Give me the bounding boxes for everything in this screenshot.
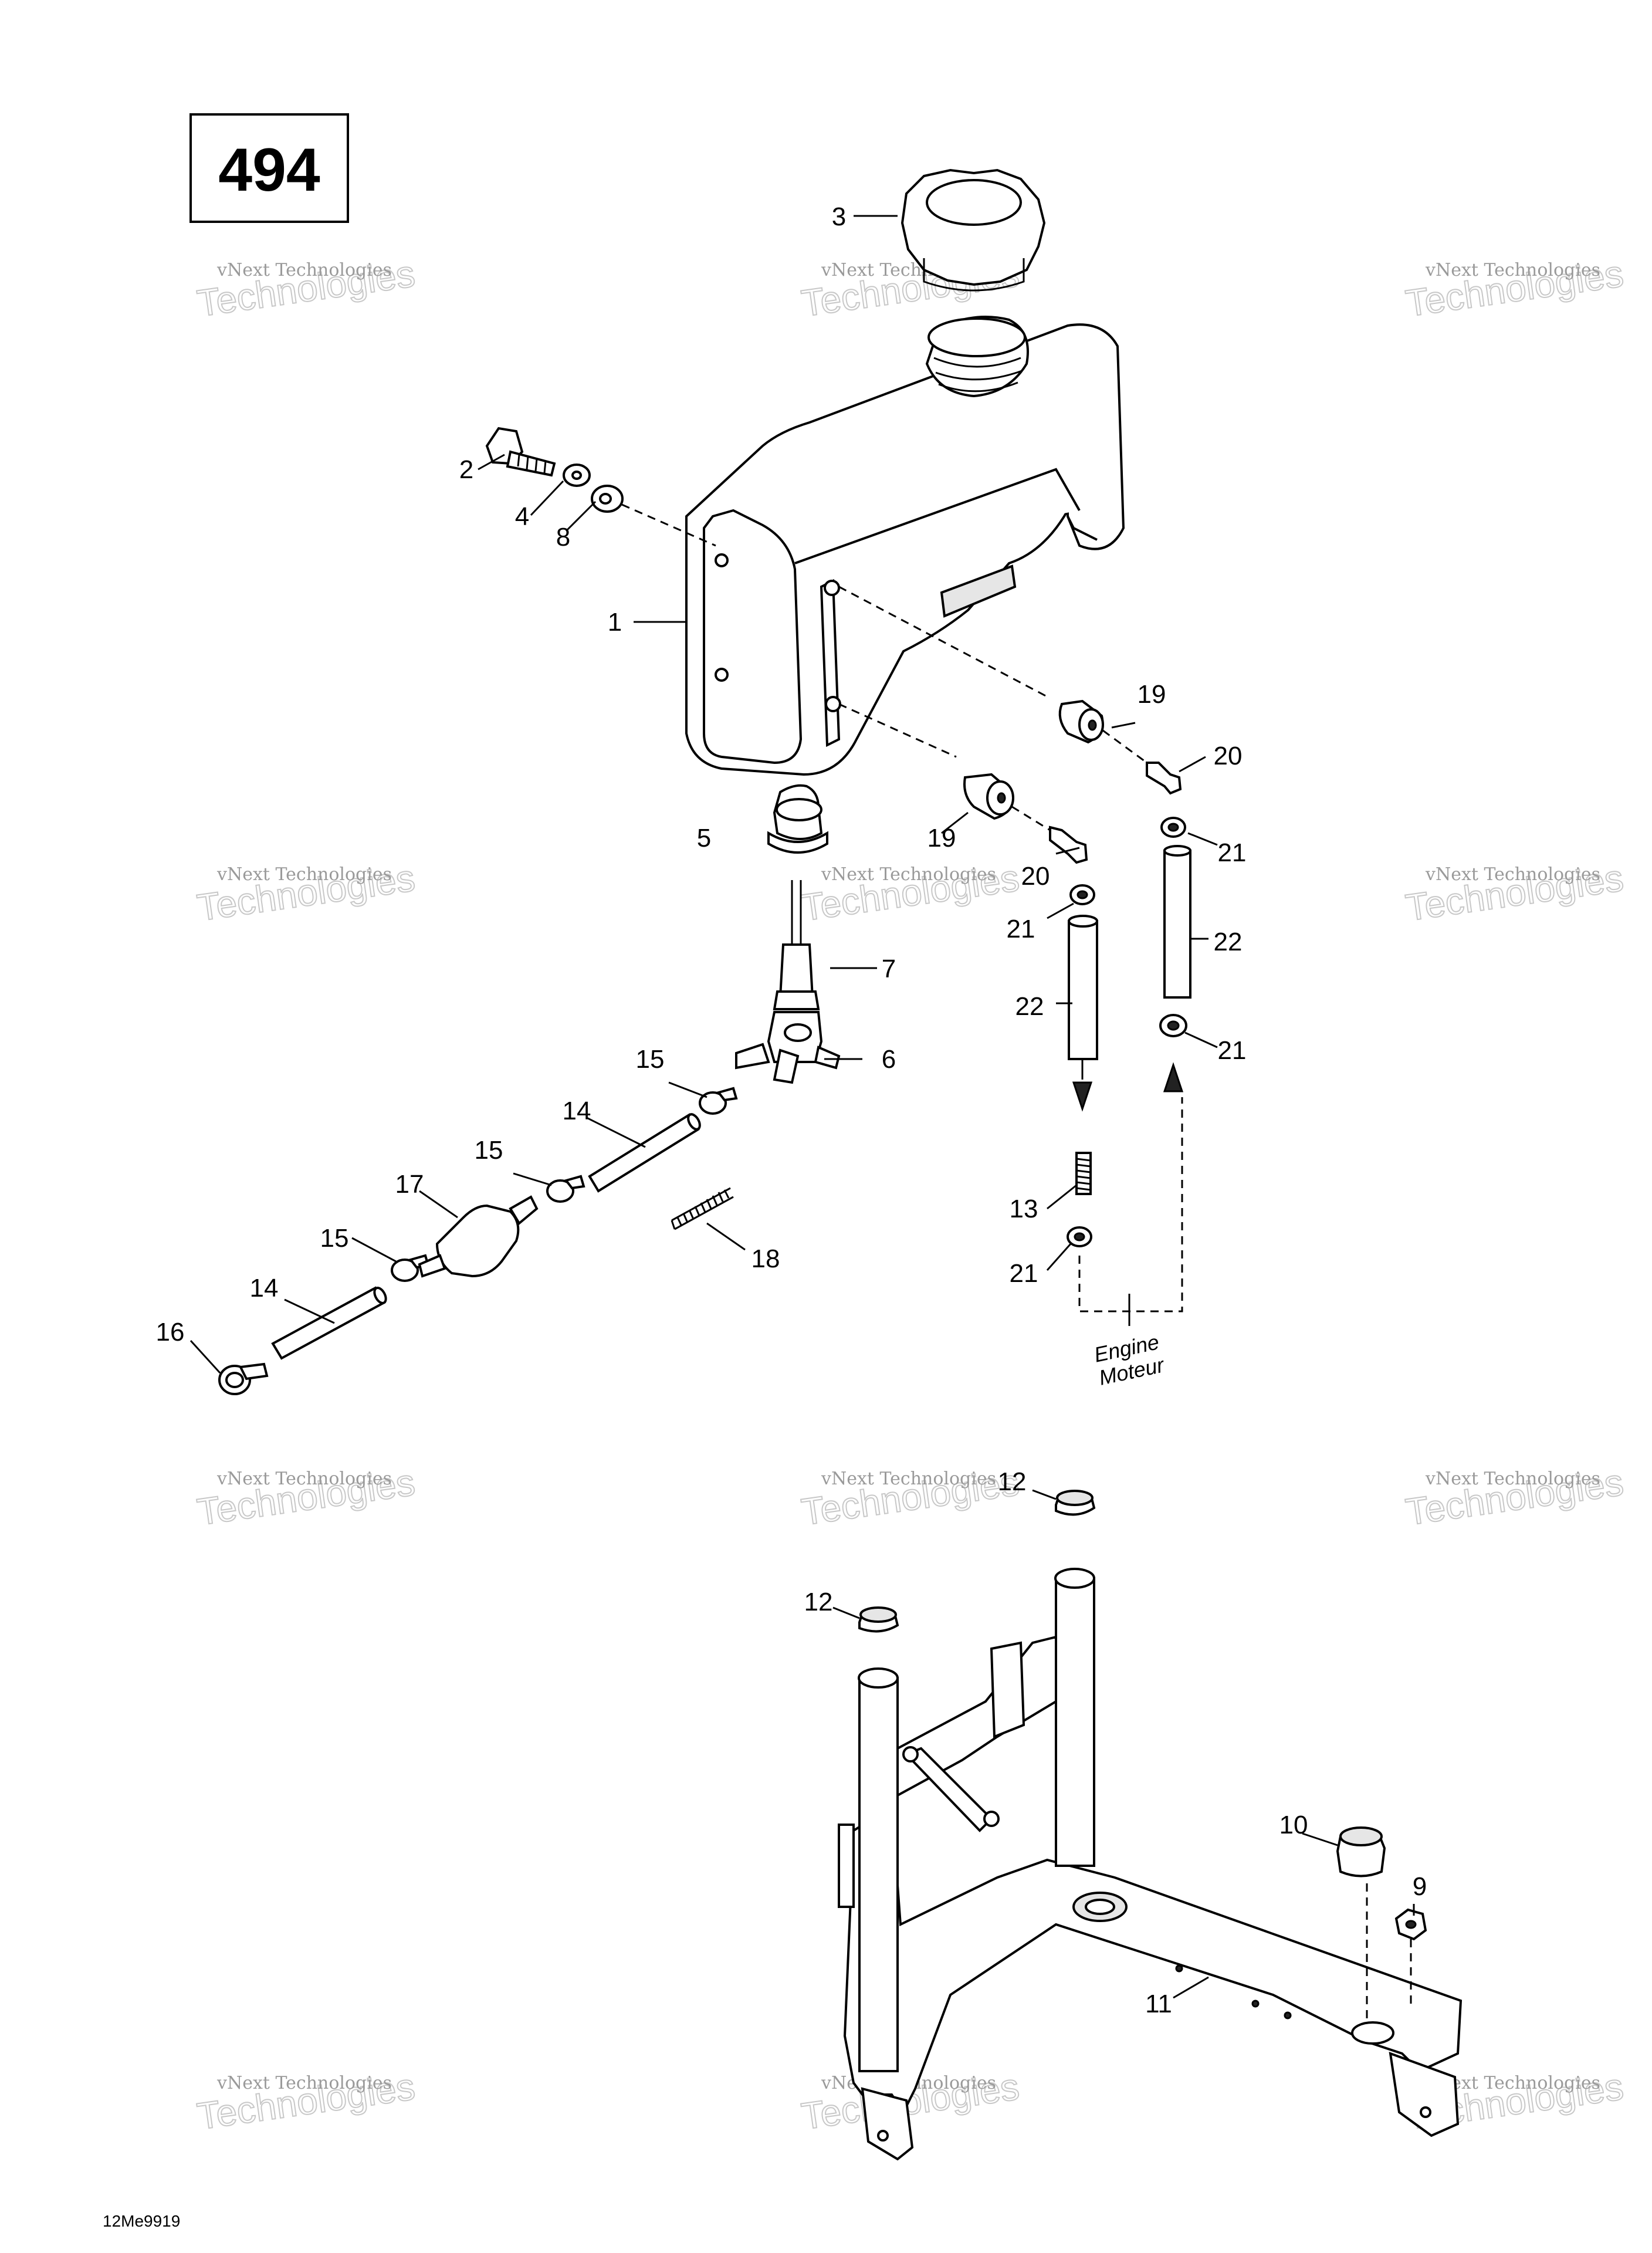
grommet-part bbox=[963, 773, 1014, 820]
callout-22: 22 bbox=[1015, 992, 1044, 1021]
nut-part bbox=[1394, 1908, 1427, 1941]
watermark: Technologies vNext Technologies bbox=[194, 856, 418, 929]
callout-20: 20 bbox=[1214, 742, 1243, 770]
clamp-part bbox=[1067, 1226, 1092, 1247]
callout-7: 7 bbox=[882, 955, 896, 983]
callout-17: 17 bbox=[395, 1170, 424, 1199]
callout-13: 13 bbox=[1010, 1195, 1038, 1223]
watermark: Technologies vNext Technologies bbox=[1403, 1460, 1627, 1534]
plug-part bbox=[858, 1606, 899, 1633]
callout-22: 22 bbox=[1214, 928, 1243, 956]
callout-21: 21 bbox=[1007, 915, 1035, 943]
callout-21: 21 bbox=[1010, 1259, 1038, 1288]
svg-text:vNext Technologies: vNext Technologies bbox=[1425, 260, 1600, 280]
hose-part-22 bbox=[1163, 845, 1191, 999]
callout-16: 16 bbox=[156, 1318, 185, 1347]
leader-lines bbox=[189, 215, 1415, 1999]
callout-14: 14 bbox=[250, 1274, 279, 1303]
svg-text:vNext Technologies: vNext Technologies bbox=[216, 260, 392, 280]
tee-valve-part bbox=[735, 1011, 841, 1084]
callout-1: 1 bbox=[608, 608, 622, 637]
callout-19: 19 bbox=[1138, 680, 1166, 709]
callout-15: 15 bbox=[475, 1136, 503, 1165]
washer-part-8 bbox=[591, 485, 624, 513]
clamp-part bbox=[1159, 1014, 1187, 1037]
bolt-part bbox=[485, 427, 556, 477]
callout-labels: 3 2 4 8 1 19 20 5 19 20 21 21 22 7 22 21… bbox=[156, 202, 1427, 2018]
callout-9: 9 bbox=[1413, 1872, 1427, 1901]
page-number-box: 494 bbox=[189, 113, 349, 223]
callout-19: 19 bbox=[927, 824, 956, 853]
svg-text:vNext Technologies: vNext Technologies bbox=[821, 1469, 996, 1489]
callout-10: 10 bbox=[1279, 1811, 1308, 1839]
clamp-part-16 bbox=[218, 1362, 269, 1395]
svg-text:vNext Technologies: vNext Technologies bbox=[1425, 1469, 1600, 1489]
filler-cap-part bbox=[901, 168, 1046, 292]
elbow-fitting-part bbox=[1011, 806, 1088, 864]
washer-part bbox=[563, 464, 591, 487]
spring-part-13 bbox=[1075, 1152, 1092, 1195]
clamp-part bbox=[1160, 817, 1186, 838]
grommet-part-5 bbox=[767, 784, 828, 854]
watermark: Technologies vNext Technologies bbox=[194, 252, 418, 325]
watermark: Technologies vNext Technologies bbox=[194, 1460, 418, 1534]
callout-21: 21 bbox=[1218, 1036, 1247, 1065]
clamp-part bbox=[1069, 884, 1095, 905]
callout-14: 14 bbox=[563, 1097, 591, 1125]
callout-15: 15 bbox=[320, 1224, 349, 1253]
engine-label: Engine Moteur bbox=[1092, 1330, 1167, 1390]
grommet-part-10 bbox=[1336, 1826, 1386, 1877]
callout-4: 4 bbox=[515, 502, 529, 531]
callout-5: 5 bbox=[697, 824, 711, 853]
callout-12: 12 bbox=[804, 1588, 833, 1616]
watermark: Technologies vNext Technologies bbox=[194, 2065, 418, 2138]
watermark: Technologies vNext Technologies bbox=[798, 1460, 1023, 1534]
watermark: Technologies vNext Technologies bbox=[798, 856, 1023, 929]
page-number: 494 bbox=[218, 136, 320, 204]
svg-text:vNext Technologies: vNext Technologies bbox=[216, 1469, 392, 1489]
oil-tank-part bbox=[685, 316, 1125, 776]
svg-text:vNext Technologies: vNext Technologies bbox=[1425, 864, 1600, 885]
clamp-part bbox=[699, 1087, 738, 1115]
callout-12: 12 bbox=[998, 1467, 1027, 1496]
pickup-part bbox=[773, 880, 820, 1010]
hose-part bbox=[271, 1286, 387, 1360]
callout-3: 3 bbox=[832, 202, 846, 231]
watermark: Technologies vNext Technologies bbox=[1403, 856, 1627, 929]
svg-text:vNext Technologies: vNext Technologies bbox=[821, 864, 996, 885]
support-frame-part bbox=[838, 1568, 1463, 2161]
callout-8: 8 bbox=[556, 523, 570, 552]
callout-20: 20 bbox=[1021, 862, 1050, 891]
callout-11: 11 bbox=[1145, 1990, 1172, 2018]
svg-text:vNext Technologies: vNext Technologies bbox=[216, 2073, 392, 2093]
callout-2: 2 bbox=[459, 455, 473, 484]
spring-part bbox=[671, 1187, 734, 1230]
callout-18: 18 bbox=[751, 1244, 780, 1273]
clamp-part bbox=[546, 1175, 585, 1203]
plug-part bbox=[1055, 1490, 1096, 1516]
callout-6: 6 bbox=[882, 1045, 896, 1074]
hose-part bbox=[588, 1113, 701, 1193]
drawing-code: 12Me9919 bbox=[103, 2212, 180, 2230]
elbow-fitting-part bbox=[1102, 729, 1182, 795]
callout-15: 15 bbox=[636, 1045, 665, 1074]
watermark: Technologies vNext Technologies bbox=[1403, 252, 1627, 325]
svg-text:vNext Technologies: vNext Technologies bbox=[216, 864, 392, 885]
hose-part-22 bbox=[1068, 915, 1098, 1060]
grommet-part bbox=[1058, 699, 1104, 744]
fuel-filter-part bbox=[418, 1195, 539, 1278]
callout-21: 21 bbox=[1218, 838, 1247, 867]
